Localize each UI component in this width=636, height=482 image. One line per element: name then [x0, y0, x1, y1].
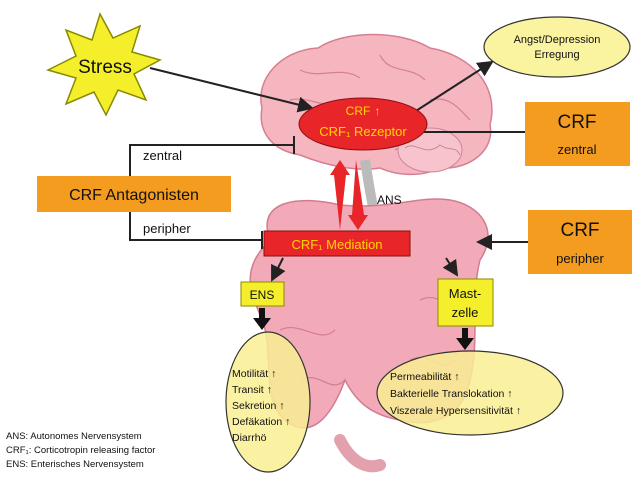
- crf-central-sub: zentral: [557, 142, 596, 157]
- mast-effect-1: Bakterielle Translokation ↑: [390, 388, 513, 400]
- angst-bubble: Angst/Depression Erregung: [484, 17, 630, 77]
- legend-crf: CRF₁: Corticotropin releasing factor: [6, 444, 155, 458]
- ens-effect-4: Diarrhö: [232, 432, 267, 444]
- ens-effect-0: Motilität ↑: [232, 368, 276, 380]
- ans-label: ANS: [377, 193, 402, 207]
- mast-effect-2: Viszerale Hypersensitivität ↑: [390, 405, 521, 417]
- ens-effects-bubble: Motilität ↑ Transit ↑ Sekretion ↑ Defäkatio…: [226, 332, 310, 472]
- angst-line-2: Erregung: [534, 49, 579, 61]
- crf-receptor-label: CRF₁ Rezeptor: [319, 124, 407, 139]
- stress-star: Stress: [48, 14, 160, 115]
- stress-label: Stress: [78, 57, 132, 78]
- brain-crf-label: CRF↑: [346, 104, 381, 118]
- legend-ens: ENS: Enterisches Nervensystem: [6, 458, 155, 472]
- crf-antagonists-label: CRF Antagonisten: [69, 187, 199, 204]
- crf-central-box: CRF zentral: [525, 102, 630, 166]
- ens-effect-3: Defäkation ↑: [232, 416, 290, 428]
- crf-peripheral-sub: peripher: [556, 251, 604, 266]
- peripher-label: peripher: [143, 221, 191, 236]
- mast-line-2: zelle: [452, 305, 479, 320]
- crf-peripheral-title: CRF: [560, 220, 599, 241]
- crf-peripheral-box: CRF peripher: [528, 210, 632, 274]
- legend: ANS: Autonomes Nervensystem CRF₁: Cortic…: [6, 430, 155, 472]
- crf-central-title: CRF: [557, 112, 596, 133]
- ens-effect-1: Transit ↑: [232, 384, 272, 396]
- mast-cell-box: Mast- zelle: [438, 279, 493, 326]
- crf-mediation-label: CRF₁ Mediation: [291, 237, 382, 252]
- angst-line-1: Angst/Depression: [514, 34, 601, 46]
- crf-antagonists-box: CRF Antagonisten: [37, 176, 231, 212]
- mast-effect-0: Permeabilität ↑: [390, 371, 459, 383]
- ens-effect-2: Sekretion ↑: [232, 400, 285, 412]
- mast-line-1: Mast-: [449, 286, 482, 301]
- mast-effects-bubble: Permeabilität ↑ Bakterielle Translokation…: [377, 351, 563, 435]
- ens-label: ENS: [250, 288, 275, 302]
- crf-receptor-box: CRF↑ CRF₁ Rezeptor: [299, 98, 427, 150]
- legend-ans: ANS: Autonomes Nervensystem: [6, 430, 155, 444]
- ens-box: ENS: [241, 282, 284, 306]
- zentral-label: zentral: [143, 148, 182, 163]
- crf-mediation-box: CRF₁ Mediation: [264, 231, 410, 256]
